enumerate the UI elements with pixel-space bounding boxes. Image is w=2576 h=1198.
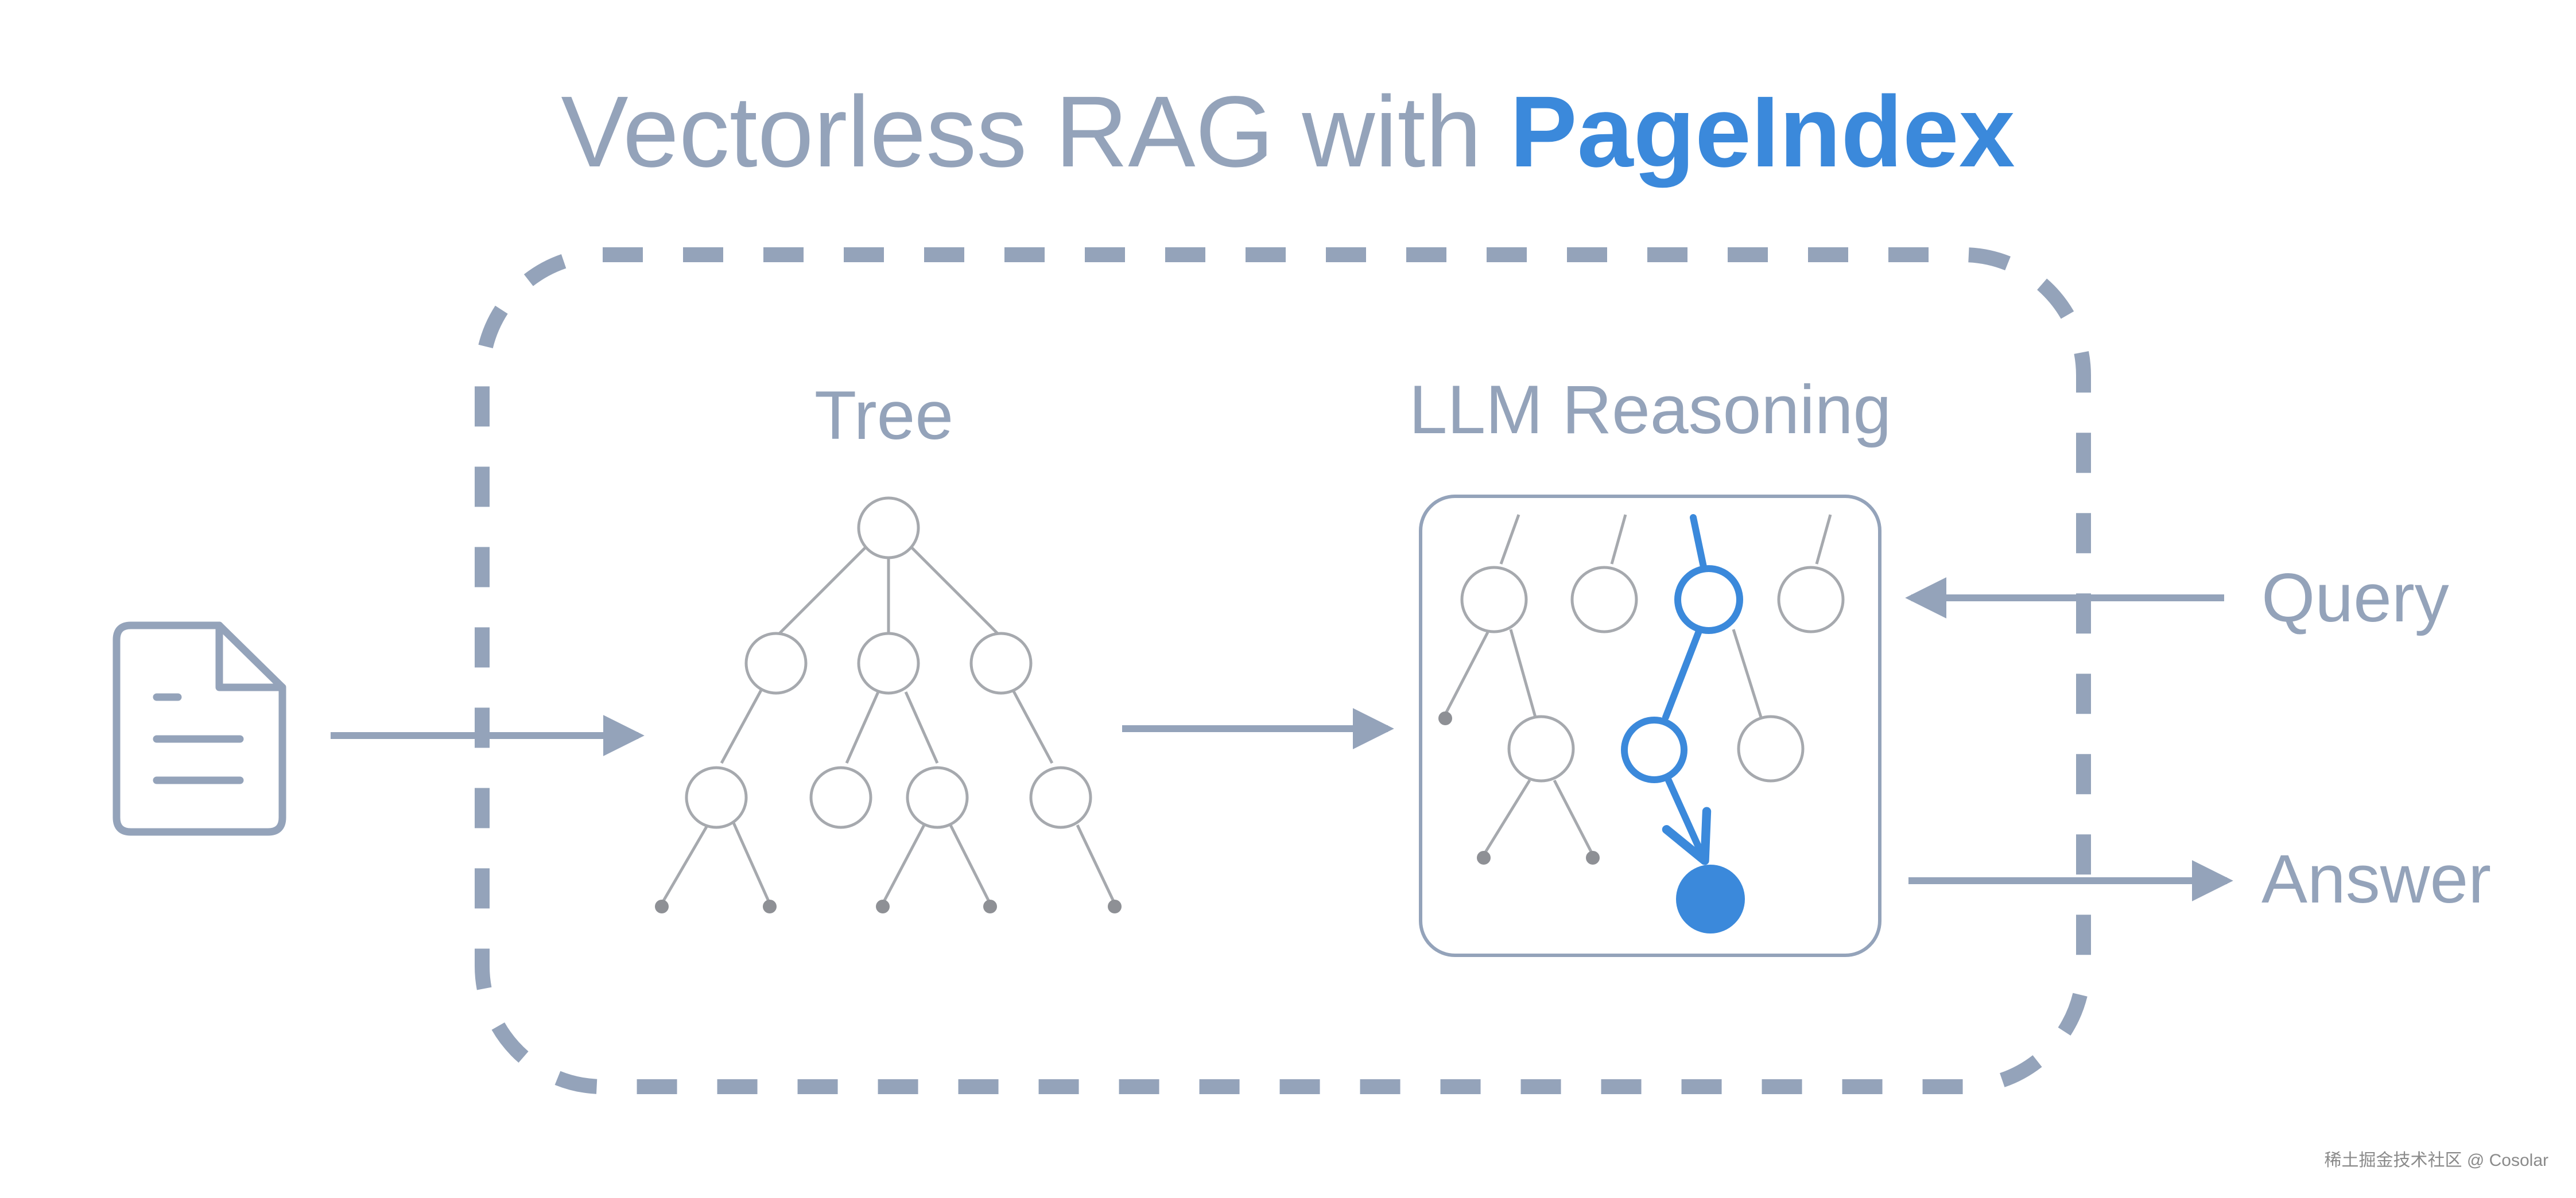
- tree-leaf: [983, 900, 997, 913]
- title-prefix: Vectorless RAG with: [561, 76, 1510, 188]
- tree-node: [969, 632, 1033, 695]
- reasoning-path-node: [1674, 565, 1743, 634]
- page-title: Vectorless RAG with PageIndex: [561, 76, 2015, 188]
- tree-edges: [660, 545, 1116, 905]
- tree-label: Tree: [814, 377, 953, 454]
- reasoning-tree: [1438, 514, 1845, 865]
- tree-node: [857, 632, 920, 695]
- title-highlight: PageIndex: [1510, 76, 2015, 188]
- document-icon: [112, 621, 286, 836]
- reasoning-leaf: [1477, 851, 1491, 865]
- tree-diagram: [655, 496, 1122, 913]
- reasoning-leaf: [1438, 711, 1452, 725]
- tree-node: [685, 766, 748, 829]
- tree-node: [744, 632, 808, 695]
- tree-node: [1029, 766, 1092, 829]
- reasoning-node: [1570, 566, 1638, 633]
- reasoning-node: [1507, 715, 1575, 783]
- reasoning-path-node: [1621, 717, 1687, 783]
- reasoning-node: [1737, 715, 1805, 783]
- tree-node: [809, 766, 872, 829]
- reasoning-leaf: [1586, 851, 1600, 865]
- tree-leaf: [763, 900, 777, 913]
- tree-leaf: [876, 900, 890, 913]
- tree-node-root: [857, 496, 920, 559]
- answer-node: [1676, 865, 1745, 933]
- reasoning-path: [1621, 514, 1743, 865]
- tree-leaves: [655, 900, 1122, 913]
- reasoning-node: [1777, 566, 1845, 633]
- answer-label: Answer: [2261, 841, 2491, 917]
- query-label: Query: [2261, 559, 2449, 636]
- reasoning-edges: [1444, 514, 1832, 856]
- tree-leaf: [1108, 900, 1122, 913]
- reasoning-node: [1460, 566, 1528, 633]
- tree-node: [906, 766, 969, 829]
- pageindex-container: [475, 247, 2091, 1094]
- llm-reasoning-label: LLM Reasoning: [1409, 371, 1892, 448]
- watermark: 稀土掘金技术社区 @ Cosolar: [2325, 1151, 2549, 1170]
- tree-leaf: [655, 900, 669, 913]
- reasoning-leaves: [1438, 711, 1600, 865]
